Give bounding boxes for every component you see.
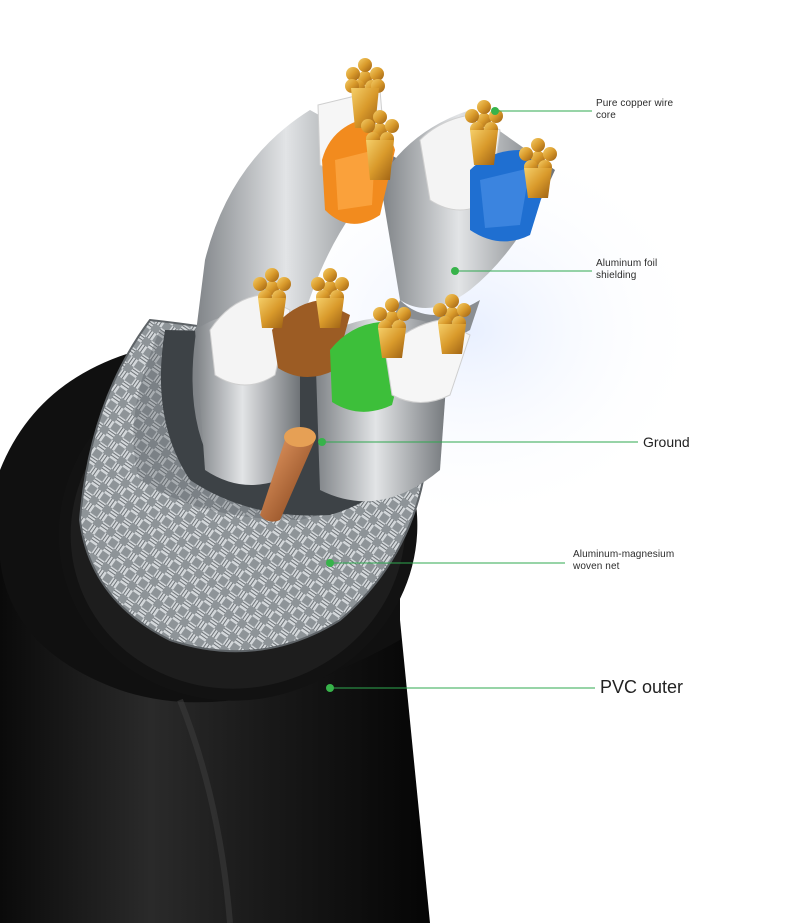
label-copper-core: Pure copper wire core [596, 98, 673, 122]
dot-copper [491, 107, 499, 115]
label-foil-shielding: Aluminum foil shielding [596, 258, 657, 282]
label-foil-line2: shielding [596, 270, 637, 281]
leader-dots [318, 107, 499, 692]
label-foil-line1: Aluminum foil [596, 258, 658, 269]
label-copper-core-line1: Pure copper wire [596, 98, 674, 109]
copper-bundles [253, 58, 557, 358]
label-woven-net: Aluminum-magnesium woven net [573, 549, 674, 573]
label-woven-net-line1: Aluminum-magnesium [573, 549, 675, 560]
label-copper-core-line2: core [596, 110, 616, 121]
leader-lines [322, 110, 638, 689]
dot-foil [451, 267, 459, 275]
ground-wire [260, 427, 316, 522]
label-pvc-outer: PVC outer [600, 677, 684, 697]
dot-pvc [326, 684, 334, 692]
label-woven-net-line2: woven net [573, 561, 620, 572]
dot-ground [318, 438, 326, 446]
label-ground: Ground [643, 434, 690, 450]
dot-braid [326, 559, 334, 567]
